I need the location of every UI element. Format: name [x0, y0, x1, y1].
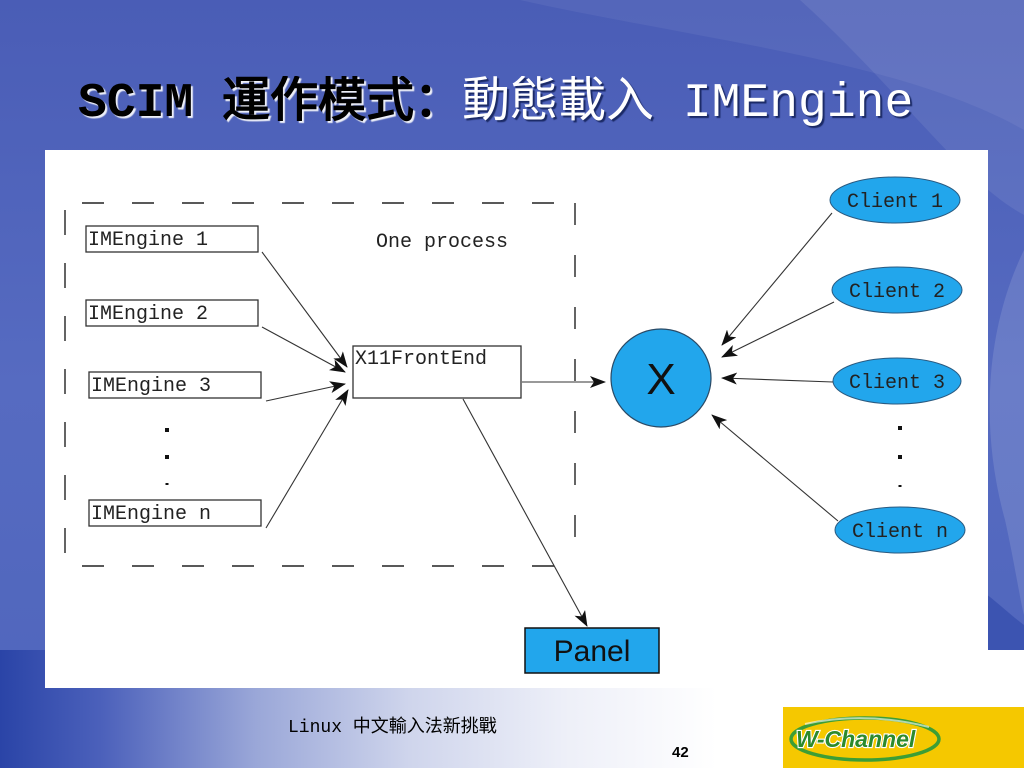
imengine-1-label: IMEngine 1	[88, 229, 208, 252]
imengine-1-box	[85, 225, 259, 253]
imengine-3-box	[88, 371, 262, 399]
ellipsis-dot	[898, 485, 902, 487]
imengine-n-box	[88, 499, 262, 527]
imengine-n-label: IMEngine n	[91, 503, 211, 526]
ellipsis-dot	[165, 483, 169, 485]
client-n-node: Client n	[834, 506, 966, 554]
client-3-ellipse	[832, 357, 962, 405]
x11-frontend-label: X11FrontEnd	[355, 348, 487, 371]
logo-text: W-Channel	[796, 726, 916, 752]
imengine-1-node: IMEngine 1	[85, 225, 259, 253]
arrow-imengine-2-to-frontend	[261, 326, 346, 373]
background-wave	[989, 250, 1024, 615]
arrows	[261, 212, 839, 627]
client-3-node: Client 3	[832, 357, 962, 405]
client-3-label: Client 3	[849, 372, 945, 395]
client-1-ellipse	[829, 176, 961, 224]
ellipsis-dot	[898, 426, 902, 430]
x-server-node: X	[610, 328, 712, 428]
client-2-ellipse	[831, 266, 963, 314]
panel-node: Panel	[524, 627, 660, 674]
title-part-light: 動態載入 IMEngine	[462, 77, 914, 131]
imengine-2-box	[85, 299, 259, 327]
ellipsis-dot	[898, 455, 902, 459]
client-1-label: Client 1	[847, 191, 943, 214]
imengine-2-label: IMEngine 2	[88, 303, 208, 326]
arrow-imengine-n-to-frontend	[265, 389, 349, 529]
arrow-client-2-to-x	[721, 301, 835, 358]
slide-title: SCIM 運作模式：動態載入 IMEngine	[78, 76, 1018, 132]
panel-box	[524, 627, 660, 674]
x11-frontend-node: X11FrontEnd	[352, 345, 522, 399]
footer-text: Linux 中文輸入法新挑戰	[288, 718, 497, 738]
panel-label: Panel	[554, 635, 631, 668]
imengine-2-node: IMEngine 2	[85, 299, 259, 327]
logo-highlight	[804, 717, 930, 728]
x-server-label: X	[646, 355, 675, 404]
logo-graphic: W-Channel	[783, 707, 1024, 768]
arrow-imengine-1-to-frontend	[261, 251, 348, 368]
arrow-client-3-to-x	[721, 372, 834, 385]
process-label: One process	[376, 231, 508, 254]
arrow-imengine-3-to-frontend	[265, 381, 346, 402]
ellipsis-dot	[165, 428, 169, 432]
x11-frontend-box	[352, 345, 522, 399]
arrow-client-n-to-x	[711, 414, 839, 522]
client-n-ellipse	[834, 506, 966, 554]
title-part-dark: SCIM 運作模式：	[78, 77, 463, 131]
imengine-n-node: IMEngine n	[88, 499, 262, 527]
ellipsis-dot	[165, 455, 169, 459]
imengine-ellipsis	[165, 428, 169, 485]
imengine-3-label: IMEngine 3	[91, 375, 211, 398]
page-number: 42	[672, 744, 689, 761]
client-ellipsis	[898, 426, 902, 487]
process-boundary	[64, 202, 576, 567]
arrow-client-1-to-x	[721, 212, 833, 346]
client-2-label: Client 2	[849, 281, 945, 304]
client-2-node: Client 2	[831, 266, 963, 314]
client-n-label: Client n	[852, 521, 948, 544]
client-1-node: Client 1	[829, 176, 961, 224]
arrow-frontend-to-panel	[462, 398, 588, 627]
background-wave	[520, 0, 1024, 130]
imengine-3-node: IMEngine 3	[88, 371, 262, 399]
x-server-circle	[610, 328, 712, 428]
architecture-diagram: One process IMEngine 1 IMEngine 2 IMEngi…	[45, 150, 988, 688]
w-channel-logo: W-Channel	[783, 707, 1024, 768]
